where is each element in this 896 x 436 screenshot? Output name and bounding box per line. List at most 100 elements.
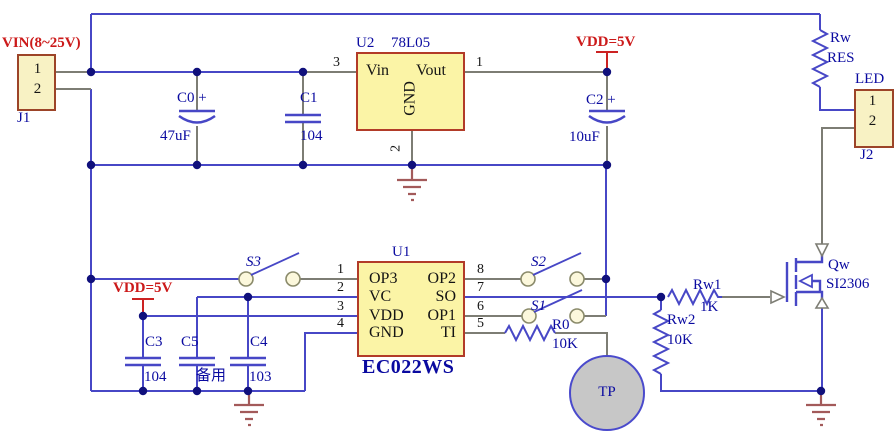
junction-dot bbox=[192, 67, 202, 77]
cap-c5-plates bbox=[179, 356, 215, 367]
u1-pin-ti: TI bbox=[440, 324, 456, 341]
s2-contact-left bbox=[520, 271, 536, 287]
resistor-rw bbox=[810, 29, 830, 88]
u2-refdes: U2 bbox=[356, 35, 375, 51]
c2-refdes: C2 + bbox=[586, 92, 616, 108]
s2-refdes: S2 bbox=[531, 254, 546, 270]
ground-icon-c4 bbox=[234, 391, 264, 427]
u1-pin-op1: OP1 bbox=[427, 307, 456, 324]
resistor-rw1 bbox=[667, 287, 722, 307]
qw-refdes: Qw bbox=[828, 257, 850, 273]
gate-arrow-icon bbox=[770, 289, 786, 305]
tp-pad-icon bbox=[569, 355, 645, 431]
rw2-value: 10K bbox=[667, 332, 693, 348]
wires-blue bbox=[90, 13, 855, 392]
u1-pin6-number: 6 bbox=[477, 299, 484, 314]
junction-dot bbox=[192, 160, 202, 170]
u1-pin7-number: 7 bbox=[477, 280, 484, 295]
junction-dot bbox=[192, 386, 202, 396]
s1-blade bbox=[533, 289, 583, 313]
wire-gnd-pin4 bbox=[304, 332, 358, 391]
s1-contact-right bbox=[569, 308, 585, 324]
junction-dot bbox=[656, 292, 666, 302]
junction-dot bbox=[243, 292, 253, 302]
junction-dot bbox=[86, 67, 96, 77]
u2-pin-vin: Vin bbox=[366, 62, 390, 79]
mosfet-body-tie bbox=[812, 279, 822, 292]
u1-pin-op3: OP3 bbox=[369, 270, 398, 287]
s2-blade bbox=[532, 252, 582, 276]
wires-gray bbox=[55, 71, 855, 356]
switch-blades bbox=[250, 252, 583, 313]
junction-dot bbox=[138, 311, 148, 321]
ground-icon-qw bbox=[806, 391, 836, 427]
mosfet-source-stub bbox=[796, 290, 824, 299]
switch-symbols bbox=[238, 252, 585, 324]
c4-refdes: C4 bbox=[250, 334, 268, 350]
mosfet-symbol bbox=[770, 243, 830, 309]
c0-refdes: C0 + bbox=[177, 90, 207, 106]
rw-value: RES bbox=[827, 50, 855, 66]
s3-contact-left bbox=[238, 271, 254, 287]
s2-contact-right bbox=[569, 271, 585, 287]
j2-connector-body bbox=[854, 89, 894, 148]
cap-c4-plates bbox=[230, 356, 266, 367]
rw-refdes: Rw bbox=[830, 30, 851, 46]
wire-direction-arrows bbox=[770, 243, 830, 309]
cap-c0-arc bbox=[178, 114, 216, 124]
c5-value: 备用 bbox=[196, 368, 227, 384]
junction-dot bbox=[816, 386, 826, 396]
capacitor-symbols bbox=[125, 109, 626, 367]
j1-refdes: J1 bbox=[17, 110, 31, 126]
mosfet-lines bbox=[785, 255, 824, 306]
c0-value: 47uF bbox=[160, 128, 191, 144]
c4-value: 103 bbox=[249, 369, 272, 385]
qw-part-number: SI2306 bbox=[826, 276, 870, 292]
vdd-net-label-top: VDD=5V bbox=[576, 34, 636, 50]
junction-dot bbox=[407, 160, 417, 170]
vdd-net-label-left: VDD=5V bbox=[113, 280, 173, 296]
u1-chip-body bbox=[357, 261, 465, 357]
u1-pin2-number: 2 bbox=[337, 280, 344, 295]
u1-pin-so: SO bbox=[435, 288, 456, 305]
u2-pin2-number: 2 bbox=[388, 144, 404, 152]
u2-pin1-number: 1 bbox=[476, 55, 483, 70]
mosfet-body-arrow-icon bbox=[797, 273, 813, 289]
u2-pin-vout: Vout bbox=[416, 62, 446, 79]
mosfet-drain-stub bbox=[796, 255, 824, 264]
c1-value: 104 bbox=[300, 128, 323, 144]
u1-pin3-number: 3 bbox=[337, 299, 344, 314]
cap-c3-plates bbox=[125, 356, 161, 367]
junction-dot bbox=[138, 386, 148, 396]
u2-pin3-number: 3 bbox=[333, 55, 340, 70]
u1-pin-vdd: VDD bbox=[369, 307, 404, 324]
u1-pin8-number: 8 bbox=[477, 262, 484, 277]
j1-pin1-number: 1 bbox=[33, 61, 42, 77]
rw1-refdes: Rw1 bbox=[693, 277, 722, 293]
source-arrow-icon bbox=[814, 296, 830, 309]
rw2-refdes: Rw2 bbox=[667, 312, 696, 328]
r0-value: 10K bbox=[552, 336, 578, 352]
s3-blade bbox=[250, 252, 300, 276]
j2-refdes: J2 bbox=[860, 147, 874, 163]
j1-pin2-number: 2 bbox=[33, 81, 42, 97]
u1-pin-gnd: GND bbox=[369, 324, 404, 341]
component-boxes bbox=[17, 52, 894, 357]
cap-c1-plates bbox=[285, 113, 321, 124]
junction-dot bbox=[298, 67, 308, 77]
u1-pin-vc: VC bbox=[369, 288, 392, 305]
u1-pin4-number: 4 bbox=[337, 316, 344, 331]
u2-part-number: 78L05 bbox=[391, 35, 431, 51]
stub-j2-drain bbox=[821, 127, 855, 244]
c1-refdes: C1 bbox=[300, 90, 318, 106]
junction-dot bbox=[86, 160, 96, 170]
c2-value: 10uF bbox=[569, 129, 600, 145]
j1-connector-body bbox=[17, 54, 56, 111]
r0-refdes: R0 bbox=[552, 317, 570, 333]
junction-dot bbox=[243, 386, 253, 396]
c3-refdes: C3 bbox=[145, 334, 163, 350]
junction-dot bbox=[601, 274, 611, 284]
c5-refdes: C5 bbox=[181, 334, 199, 350]
